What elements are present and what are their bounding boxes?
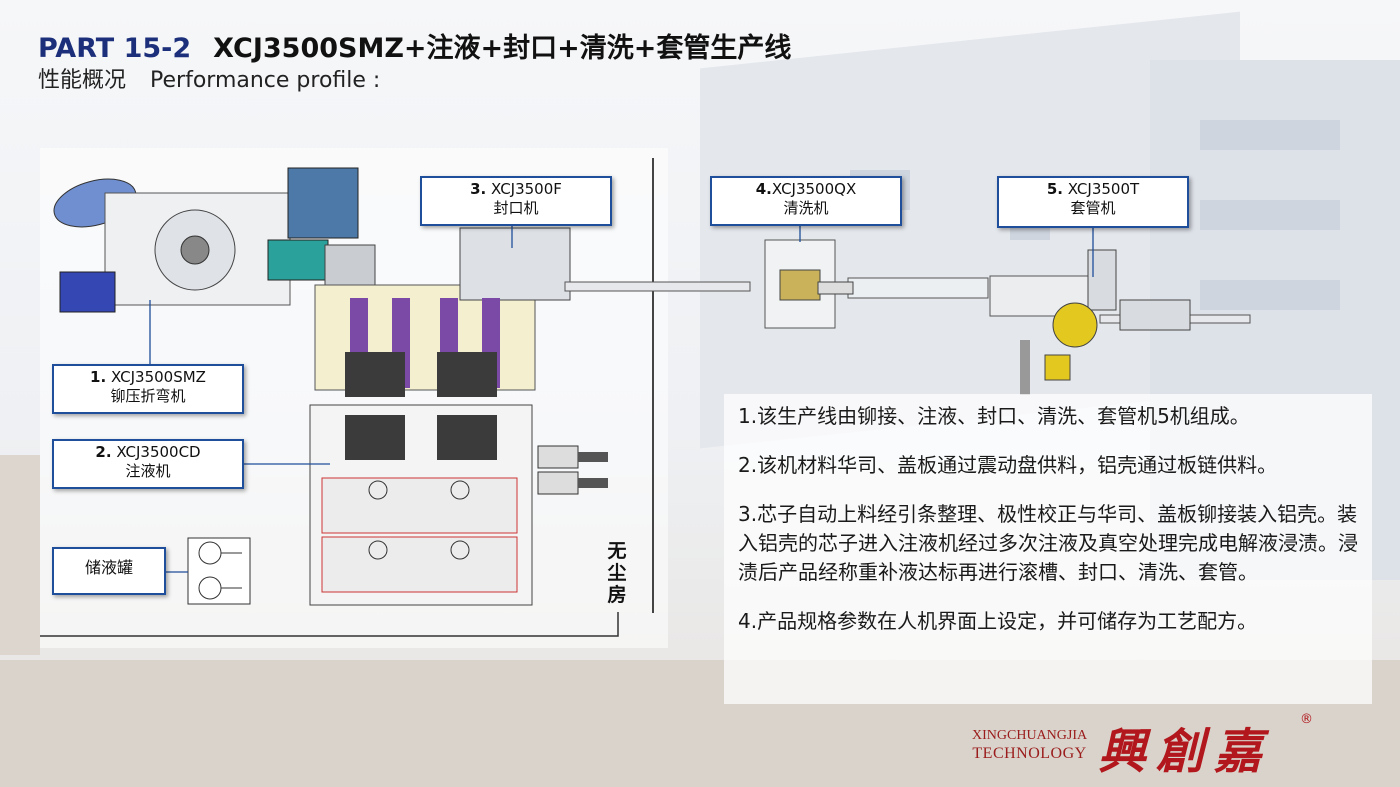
storage-tank-drawing (187, 537, 251, 605)
machine-2-name: 注液机 (125, 462, 171, 480)
page-title: PART 15-2 XCJ3500SMZ+注液+封口+清洗+套管生产线 (38, 26, 791, 65)
company-logo-text: XINGCHUANGJIA TECHNOLOGY (972, 727, 1087, 763)
machine-1-name: 铆压折弯机 (110, 387, 186, 405)
machine-2-3-injection-sealing-drawing (309, 227, 608, 606)
machine-4-name: 清洗机 (783, 199, 829, 217)
logo-en-line1: XINGCHUANGJIA (972, 728, 1088, 743)
part-number: PART 15-2 (38, 33, 192, 64)
subtitle-en: Performance profile : (150, 68, 381, 93)
label-leader-lines (149, 224, 1094, 573)
performance-info-box: 1.该生产线由铆接、注液、封口、清洗、套管机5机组成。 2.该机材料华司、盖板通… (724, 394, 1372, 704)
machine-3-label: 3. XCJ3500F 封口机 (420, 176, 612, 226)
machine-1-riveting-drawing (53, 167, 376, 313)
dustfree-room-label: 无尘房 (607, 540, 627, 606)
machine-5-label: 5. XCJ3500T 套管机 (997, 176, 1189, 228)
machine-5-sleeving-drawing (989, 249, 1191, 395)
storage-tank-name: 储液罐 (84, 558, 133, 577)
company-logo-cn: 興創嘉 (1098, 724, 1273, 780)
machine-3-name: 封口机 (493, 199, 539, 217)
info-item-4: 4.产品规格参数在人机界面上设定，并可储存为工艺配方。 (738, 609, 1258, 633)
registered-mark: ® (1300, 712, 1313, 727)
machine-1-label: 1. XCJ3500SMZ 铆压折弯机 (52, 364, 244, 414)
machine-5-name: 套管机 (1070, 199, 1116, 217)
machine-2-code: XCJ3500CD (116, 443, 201, 461)
info-item-1: 1.该生产线由铆接、注液、封口、清洗、套管机5机组成。 (738, 404, 1250, 428)
machine-4-code: XCJ3500QX (771, 180, 857, 198)
machine-3-num: 3. (470, 180, 487, 198)
logo-en-line2: TECHNOLOGY (972, 745, 1087, 762)
machine-1-code: XCJ3500SMZ (110, 368, 206, 386)
machine-1-num: 1. (90, 368, 107, 386)
page-subtitle: 性能概况 Performance profile : (38, 62, 380, 94)
machine-4-label: 4.XCJ3500QX 清洗机 (710, 176, 902, 226)
machine-2-num: 2. (95, 443, 112, 461)
line-title: XCJ3500SMZ+注液+封口+清洗+套管生产线 (213, 33, 792, 64)
machine-4-num: 4. (755, 180, 772, 198)
storage-tank-label: 储液罐 (52, 547, 166, 595)
info-item-3: 3.芯子自动上料经引条整理、极性校正与华司、盖板铆接装入铝壳。装入铝壳的芯子进入… (738, 502, 1358, 584)
dustfree-room-divider (652, 158, 654, 613)
machine-5-num: 5. (1046, 180, 1063, 198)
machine-3-code: XCJ3500F (491, 180, 562, 198)
subtitle-cn: 性能概况 (38, 68, 127, 93)
machine-4-washing-drawing (764, 239, 854, 329)
machine-2-label: 2. XCJ3500CD 注液机 (52, 439, 244, 489)
info-item-2: 2.该机材料华司、盖板通过震动盘供料，铝壳通过板链供料。 (738, 453, 1278, 477)
machine-5-code: XCJ3500T (1067, 180, 1140, 198)
